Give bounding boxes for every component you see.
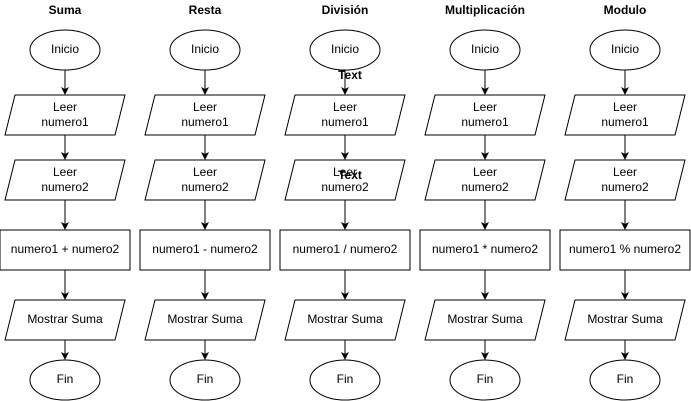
process-box bbox=[419, 229, 551, 271]
flowchart-column-0: SumaInicioLeernumero1Leernumero2numero1 … bbox=[0, 3, 131, 401]
column-title: División bbox=[322, 3, 369, 17]
output-parallelogram bbox=[284, 299, 406, 341]
input-label: numero1 bbox=[321, 115, 369, 129]
process-label: numero1 - numero2 bbox=[152, 242, 258, 256]
start-label: Inicio bbox=[51, 42, 79, 56]
input-label: Leer bbox=[193, 165, 217, 179]
end-terminal bbox=[169, 359, 241, 401]
output-parallelogram bbox=[4, 299, 126, 341]
output-label: Mostrar Suma bbox=[167, 312, 243, 326]
input-parallelogram bbox=[144, 94, 266, 136]
input-parallelogram bbox=[284, 159, 406, 201]
flowchart-column-2: DivisiónInicioLeernumero1Leernumero2nume… bbox=[279, 3, 411, 401]
input-label: numero2 bbox=[321, 180, 369, 194]
process-box bbox=[0, 229, 131, 271]
end-label: Fin bbox=[337, 372, 354, 386]
process-box bbox=[559, 229, 691, 271]
output-label: Mostrar Suma bbox=[27, 312, 103, 326]
input-parallelogram bbox=[284, 94, 406, 136]
input-label: numero1 bbox=[181, 115, 229, 129]
end-terminal bbox=[309, 359, 381, 401]
end-label: Fin bbox=[477, 372, 494, 386]
input-label: Leer bbox=[473, 165, 497, 179]
input-parallelogram bbox=[564, 94, 686, 136]
end-label: Fin bbox=[617, 372, 634, 386]
end-label: Fin bbox=[197, 372, 214, 386]
input-label: Leer bbox=[613, 165, 637, 179]
input-parallelogram bbox=[144, 159, 266, 201]
input-label: Leer bbox=[333, 100, 357, 114]
output-parallelogram bbox=[144, 299, 266, 341]
input-parallelogram bbox=[4, 94, 126, 136]
output-label: Mostrar Suma bbox=[307, 312, 383, 326]
column-title: Suma bbox=[49, 3, 82, 17]
input-parallelogram bbox=[564, 159, 686, 201]
end-terminal bbox=[449, 359, 521, 401]
input-label: Leer bbox=[473, 100, 497, 114]
process-label: numero1 % numero2 bbox=[569, 242, 681, 256]
output-parallelogram bbox=[564, 299, 686, 341]
start-label: Inicio bbox=[331, 42, 359, 56]
process-box bbox=[139, 229, 271, 271]
input-parallelogram bbox=[424, 94, 546, 136]
column-title: Multiplicación bbox=[445, 3, 525, 17]
output-parallelogram bbox=[424, 299, 546, 341]
input-parallelogram bbox=[424, 159, 546, 201]
process-label: numero1 / numero2 bbox=[293, 242, 398, 256]
stray-text-label: Text bbox=[338, 68, 362, 82]
process-label: numero1 * numero2 bbox=[432, 242, 538, 256]
flowchart-column-4: ModuloInicioLeernumero1Leernumero2numero… bbox=[559, 3, 691, 401]
input-label: numero2 bbox=[181, 180, 229, 194]
input-label: numero1 bbox=[461, 115, 509, 129]
input-label: numero2 bbox=[461, 180, 509, 194]
process-box bbox=[279, 229, 411, 271]
input-label: numero1 bbox=[601, 115, 649, 129]
input-label: numero2 bbox=[41, 180, 89, 194]
end-terminal bbox=[29, 359, 101, 401]
end-label: Fin bbox=[57, 372, 74, 386]
output-label: Mostrar Suma bbox=[587, 312, 663, 326]
input-parallelogram bbox=[4, 159, 126, 201]
input-label: Leer bbox=[53, 100, 77, 114]
process-label: numero1 + numero2 bbox=[11, 242, 120, 256]
column-title: Resta bbox=[189, 3, 222, 17]
column-title: Modulo bbox=[604, 3, 647, 17]
input-label: Leer bbox=[53, 165, 77, 179]
flowchart-column-1: RestaInicioLeernumero1Leernumero2numero1… bbox=[139, 3, 271, 401]
input-label: Leer bbox=[613, 100, 637, 114]
output-label: Mostrar Suma bbox=[447, 312, 523, 326]
start-label: Inicio bbox=[471, 42, 499, 56]
flowchart-column-3: MultiplicaciónInicioLeernumero1Leernumer… bbox=[419, 3, 551, 401]
input-label: numero2 bbox=[601, 180, 649, 194]
start-label: Inicio bbox=[611, 42, 639, 56]
input-label: numero1 bbox=[41, 115, 89, 129]
start-label: Inicio bbox=[191, 42, 219, 56]
input-label: Leer bbox=[333, 165, 357, 179]
input-label: Leer bbox=[193, 100, 217, 114]
end-terminal bbox=[589, 359, 661, 401]
stray-text-label: Text bbox=[338, 168, 362, 182]
